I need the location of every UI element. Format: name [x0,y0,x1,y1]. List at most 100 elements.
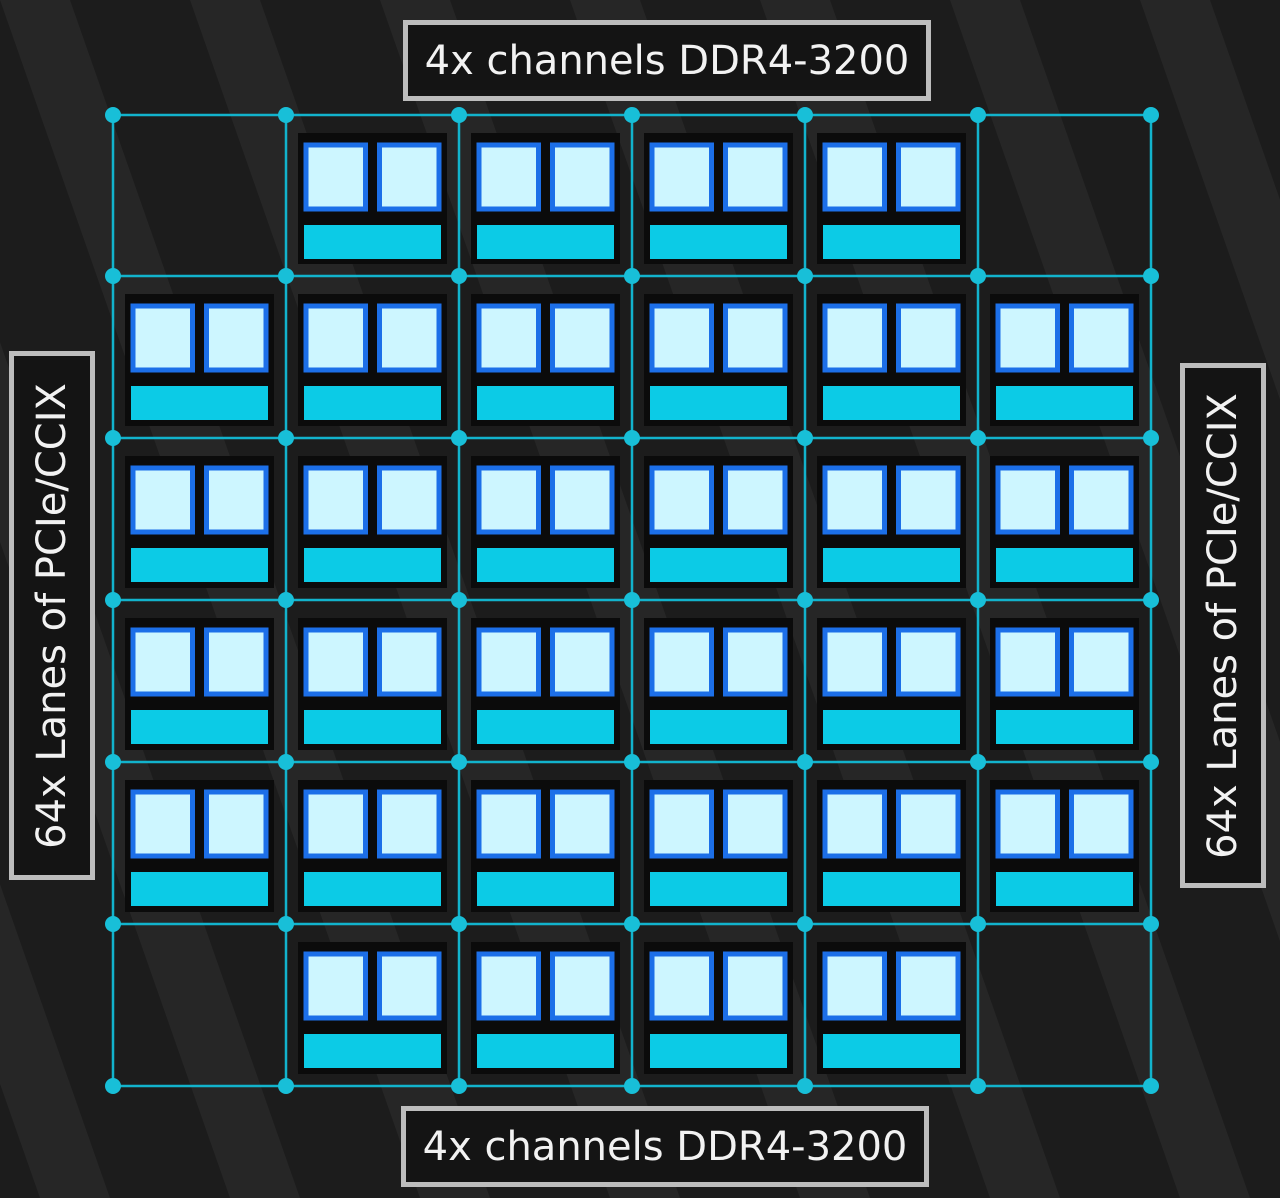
memory-channels-top-text: 4x channels DDR4-3200 [424,37,910,84]
mesh-node [970,1078,986,1094]
cpu-core [896,142,961,212]
l3-cache-bar [304,872,441,906]
l3-cache-bar [996,872,1133,906]
io-lanes-left-text: 64x Lanes of PCIe/CCIX [29,382,76,849]
l3-cache-bar [823,872,960,906]
core-tile [125,456,274,588]
l3-cache-bar [996,386,1133,420]
cpu-core [723,627,788,697]
mesh-node [970,107,986,123]
cpu-core [303,789,368,859]
core-tile [644,456,793,588]
cpu-core [896,789,961,859]
cpu-core [476,627,541,697]
mesh-node [970,268,986,284]
cpu-core [649,303,714,373]
core-tile [990,294,1139,426]
l3-cache-bar [477,872,614,906]
mesh-node [451,754,467,770]
mesh-node [624,754,640,770]
cpu-core [822,465,887,535]
cpu-core [204,627,269,697]
l3-cache-bar [304,386,441,420]
cpu-core [822,789,887,859]
cpu-core [723,142,788,212]
cpu-core [550,951,615,1021]
l3-cache-bar [650,1034,787,1068]
core-tile [990,780,1139,912]
core-tile [298,618,447,750]
core-tile [817,133,966,264]
l3-cache-bar [996,548,1133,582]
cpu-core [204,465,269,535]
mesh-node [451,430,467,446]
cpu-core [303,627,368,697]
core-tile [471,780,620,912]
mesh-node [1143,1078,1159,1094]
mesh-node [451,916,467,932]
core-tile [817,294,966,426]
cpu-core [377,789,442,859]
cpu-core [550,303,615,373]
cpu-core [896,303,961,373]
mesh-node [797,592,813,608]
core-tile [298,133,447,264]
mesh-node [624,592,640,608]
core-tile [644,618,793,750]
core-tile [644,780,793,912]
mesh-node [1143,430,1159,446]
mesh-node [797,107,813,123]
memory-channels-bottom-label: 4x channels DDR4-3200 [401,1106,929,1187]
cpu-core [130,303,195,373]
l3-cache-bar [304,1034,441,1068]
cpu-core [649,627,714,697]
cpu-core [476,789,541,859]
mesh-node [624,430,640,446]
memory-channels-top-label: 4x channels DDR4-3200 [403,20,931,101]
mesh-node [797,754,813,770]
io-lanes-right-text: 64x Lanes of PCIe/CCIX [1200,392,1247,859]
mesh-node [797,1078,813,1094]
cpu-core [649,142,714,212]
cpu-core [303,303,368,373]
cpu-core [550,789,615,859]
cpu-core [1069,789,1134,859]
mesh-node [278,430,294,446]
mesh-node [451,1078,467,1094]
cpu-core [550,465,615,535]
cpu-core [822,142,887,212]
l3-cache-bar [304,710,441,744]
l3-cache-bar [477,225,614,259]
l3-cache-bar [650,872,787,906]
core-tile [817,780,966,912]
cpu-core [377,142,442,212]
mesh-node [970,916,986,932]
l3-cache-bar [823,548,960,582]
mesh-node [278,592,294,608]
core-tile [471,456,620,588]
cpu-core [550,142,615,212]
cpu-core [377,465,442,535]
l3-cache-bar [823,1034,960,1068]
l3-cache-bar [650,548,787,582]
io-lanes-right-label: 64x Lanes of PCIe/CCIX [1180,363,1266,888]
cpu-core [204,303,269,373]
core-tile [298,456,447,588]
cpu-core [995,789,1060,859]
mesh-node [970,592,986,608]
cpu-core [476,303,541,373]
cpu-core [896,627,961,697]
mesh-node [970,754,986,770]
core-tile [471,618,620,750]
l3-cache-bar [477,548,614,582]
mesh-node [451,592,467,608]
mesh-node [278,268,294,284]
core-tile [644,942,793,1074]
cpu-core [550,627,615,697]
mesh-node [1143,754,1159,770]
l3-cache-bar [131,710,268,744]
mesh-node [105,754,121,770]
cpu-core [130,627,195,697]
core-tile [817,942,966,1074]
mesh-node [278,916,294,932]
